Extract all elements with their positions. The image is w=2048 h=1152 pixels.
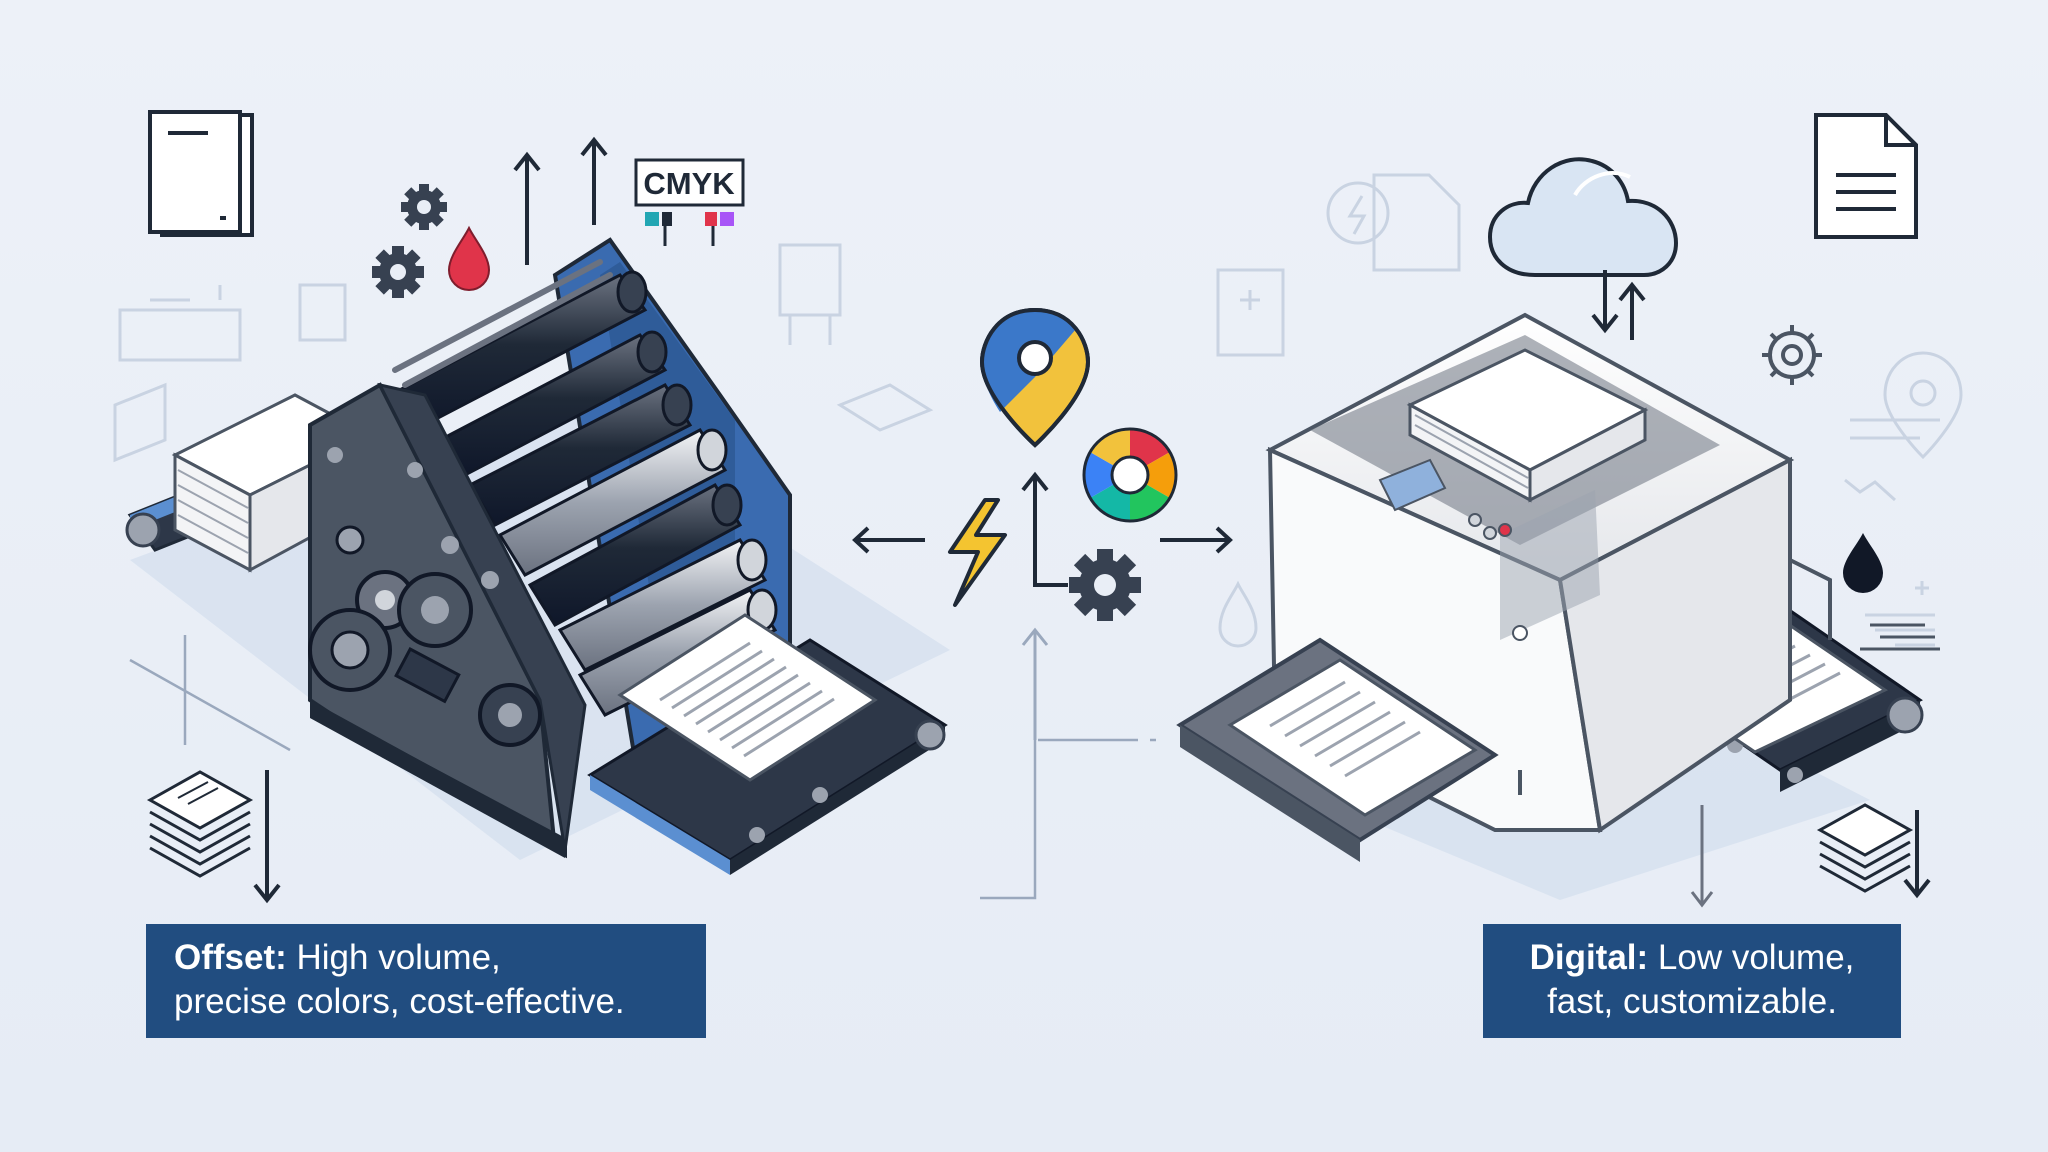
digital-output-tray <box>1176 637 1499 862</box>
cmyk-label: CMYK <box>643 166 735 201</box>
press-side-frame <box>308 382 587 859</box>
faint-sheet-icon <box>836 383 934 432</box>
gear-icon <box>1762 325 1822 385</box>
offset-term: Offset: <box>174 938 287 977</box>
down-arrow-icon <box>1903 810 1931 899</box>
document-icon <box>148 110 254 237</box>
ink-drop-icon <box>1843 533 1883 593</box>
up-arrow-icon <box>513 151 541 265</box>
digital-caption: Digital: Low volume, fast, customizable. <box>1483 924 1901 1038</box>
digital-line2: fast, customizable. <box>1547 982 1837 1021</box>
faint-sheet-icon <box>113 382 167 463</box>
faint-document-icon <box>1216 268 1285 357</box>
faint-document-icon <box>298 283 347 342</box>
gear-icon <box>401 184 447 230</box>
digital-paper-stack <box>1406 348 1649 503</box>
right-arrow-icon <box>1160 526 1233 554</box>
faint-document-icon <box>1372 173 1461 272</box>
document-icon <box>1814 113 1918 239</box>
up-arrow-icon <box>1021 471 1068 587</box>
cmyk-tag-icon: CMYK <box>634 158 745 246</box>
down-arrow-icon <box>253 770 281 904</box>
offset-line1: High volume, <box>286 938 501 977</box>
lightning-icon <box>948 498 1007 607</box>
up-arrow-icon <box>580 136 608 225</box>
offset-line2: precise colors, cost-effective. <box>174 982 625 1021</box>
faint-map-pin-icon <box>1883 351 1963 460</box>
down-arrow-icon <box>1690 805 1714 908</box>
offset-caption: Offset: High volume, precise colors, cos… <box>146 924 706 1038</box>
page-stack-icon <box>1816 803 1914 893</box>
digital-term: Digital: <box>1529 938 1649 977</box>
gear-icon <box>1069 549 1141 621</box>
printed-sheet <box>617 613 878 782</box>
left-arrow-icon <box>852 526 925 554</box>
page-stack-icon <box>146 770 254 878</box>
map-pin-icon <box>979 307 1091 448</box>
ink-drop-icon <box>447 225 491 291</box>
sync-arrows-icon <box>1591 270 1646 340</box>
press-rollers <box>387 270 778 717</box>
faint-printer-icon <box>778 243 842 345</box>
color-wheel-icon <box>1082 427 1178 523</box>
digital-line1: Low volume, <box>1648 938 1855 977</box>
faint-ink-drop-icon <box>1218 580 1258 648</box>
faint-lightning-badge-icon <box>1326 181 1390 245</box>
digital-printer-illustration <box>1176 312 1924 900</box>
flow-arrows <box>852 471 1233 740</box>
gear-icon <box>372 246 424 298</box>
background-decorations <box>113 173 1963 648</box>
offset-press-illustration <box>125 237 950 875</box>
cloud-icon <box>1487 157 1679 277</box>
speed-lines-icon <box>1860 623 1940 651</box>
faint-machine-icon <box>118 285 242 362</box>
